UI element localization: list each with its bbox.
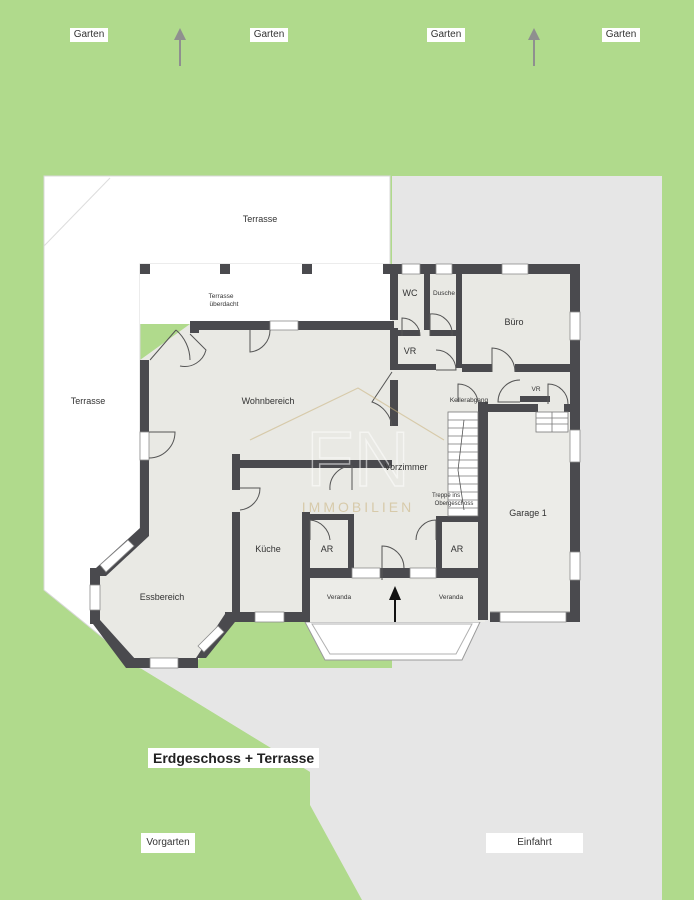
label-garten-3: Garten <box>427 28 465 42</box>
doors <box>148 313 569 580</box>
floor-title: Erdgeschoss + Terrasse <box>148 748 320 768</box>
label-kellerabgang: Kellerabgang <box>450 397 489 404</box>
label-buero: Büro <box>504 317 523 327</box>
label-einfahrt: Einfahrt <box>486 833 583 853</box>
label-treppe-2: Obergeschoss <box>435 501 474 507</box>
label-garten-2: Garten <box>250 28 288 42</box>
label-vorgarten: Vorgarten <box>141 833 195 853</box>
label-covered-terrace-1: Terrasse <box>209 293 234 300</box>
staircase <box>447 411 569 517</box>
label-wc: WC <box>403 288 418 298</box>
label-terrasse-left: Terrasse <box>71 396 106 406</box>
covered-terrace-area <box>140 264 392 324</box>
watermark-monogram: FN <box>306 415 410 503</box>
watermark-brand: IMMOBILIEN <box>302 499 414 515</box>
label-vr-2: VR <box>531 386 540 393</box>
label-treppe-1: Treppe ins <box>432 493 460 499</box>
garage-floor <box>488 410 576 620</box>
label-essbereich: Essbereich <box>140 592 185 602</box>
label-ar-1: AR <box>321 544 334 554</box>
watermark-logo: FN IMMOBILIEN <box>249 387 445 515</box>
label-terrasse-top: Terrasse <box>243 214 278 224</box>
label-garten-4: Garten <box>602 28 640 42</box>
label-covered-terrace-2: überdacht <box>210 301 239 308</box>
label-dusche: Dusche <box>433 290 455 297</box>
label-veranda-2: Veranda <box>439 594 464 601</box>
label-garage: Garage 1 <box>509 508 547 518</box>
label-garten-1: Garten <box>70 28 108 42</box>
front-garden-area <box>0 590 362 900</box>
room-labels: Terrasse Terrasse Terrasse überdacht WC … <box>71 214 547 602</box>
garden-arrows <box>174 28 540 66</box>
label-veranda-1: Veranda <box>327 594 352 601</box>
label-ar-2: AR <box>451 544 464 554</box>
label-vr-1: VR <box>404 346 417 356</box>
label-kueche: Küche <box>255 544 281 554</box>
label-vorzimmer: Vorzimmer <box>384 462 427 472</box>
entrance-arrow <box>389 586 401 622</box>
windows <box>89 263 581 669</box>
label-wohnbereich: Wohnbereich <box>242 396 295 406</box>
